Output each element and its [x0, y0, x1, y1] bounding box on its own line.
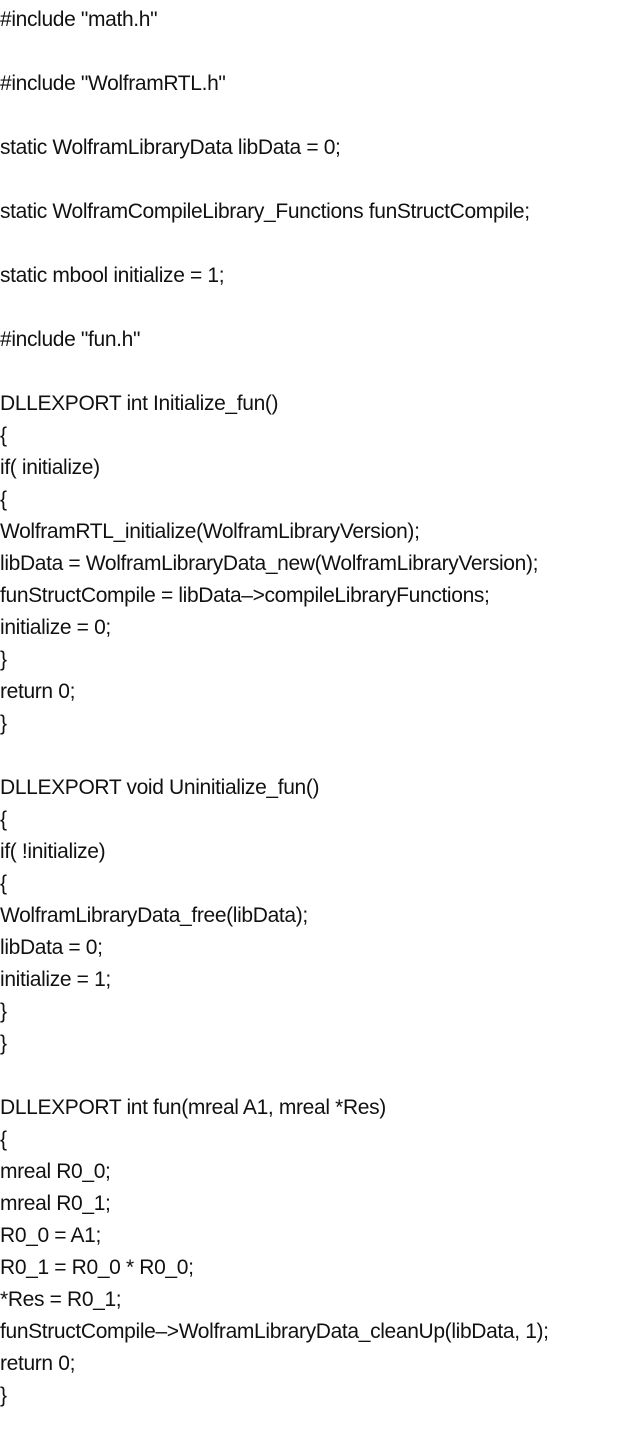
code-line: static WolframLibraryData libData = 0;	[0, 136, 341, 159]
code-line: }	[0, 1000, 7, 1023]
code-line: R0_1 = R0_0 * R0_0;	[0, 1256, 194, 1279]
code-line: {	[0, 872, 7, 895]
blank-line	[0, 100, 628, 132]
code-line: initialize = 1;	[0, 968, 111, 991]
code-line: WolframLibraryData_free(libData);	[0, 904, 308, 927]
code-line: static WolframCompileLibrary_Functions f…	[0, 200, 530, 223]
code-line: DLLEXPORT int fun(mreal A1, mreal *Res)	[0, 1096, 386, 1119]
code-line: funStructCompile = libData–>compileLibra…	[0, 584, 490, 607]
code-listing: #include "math.h" #include "WolframRTL.h"…	[0, 4, 628, 1412]
code-line: initialize = 0;	[0, 616, 111, 639]
code-line: static mbool initialize = 1;	[0, 264, 225, 287]
blank-line	[0, 356, 628, 388]
code-line: }	[0, 1384, 7, 1407]
code-line: *Res = R0_1;	[0, 1288, 122, 1311]
blank-line	[0, 292, 628, 324]
blank-line	[0, 1060, 628, 1092]
code-line: libData = 0;	[0, 936, 103, 959]
code-line: R0_0 = A1;	[0, 1224, 101, 1247]
blank-line	[0, 164, 628, 196]
code-line: {	[0, 488, 7, 511]
blank-line	[0, 740, 628, 772]
blank-line	[0, 36, 628, 68]
code-line: funStructCompile–>WolframLibraryData_cle…	[0, 1320, 549, 1343]
code-line: return 0;	[0, 1352, 76, 1375]
code-line: {	[0, 424, 7, 447]
code-line: if( !initialize)	[0, 840, 106, 863]
code-line: DLLEXPORT int Initialize_fun()	[0, 392, 279, 415]
code-line: WolframRTL_initialize(WolframLibraryVers…	[0, 520, 420, 543]
code-line: {	[0, 808, 7, 831]
code-line: }	[0, 1032, 7, 1055]
code-line: }	[0, 712, 7, 735]
code-line: #include "fun.h"	[0, 328, 141, 351]
code-line: mreal R0_0;	[0, 1160, 111, 1183]
code-line: if( initialize)	[0, 456, 100, 479]
code-line: return 0;	[0, 680, 76, 703]
code-line: #include "math.h"	[0, 8, 158, 31]
code-line: {	[0, 1128, 7, 1151]
code-line: #include "WolframRTL.h"	[0, 72, 226, 95]
code-line: mreal R0_1;	[0, 1192, 111, 1215]
code-line: DLLEXPORT void Uninitialize_fun()	[0, 776, 320, 799]
code-line: }	[0, 648, 7, 671]
blank-line	[0, 228, 628, 260]
code-line: libData = WolframLibraryData_new(Wolfram…	[0, 552, 539, 575]
